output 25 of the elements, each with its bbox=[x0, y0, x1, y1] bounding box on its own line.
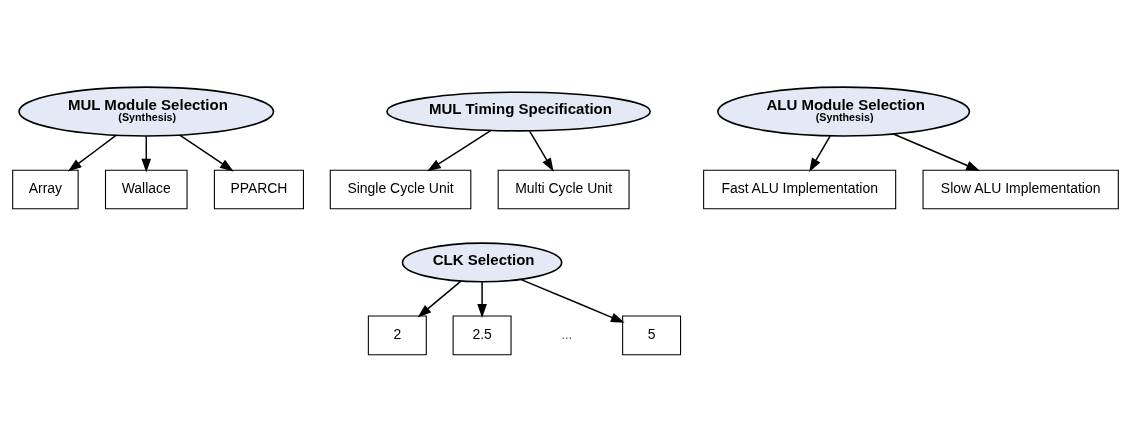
node-box: Fast ALU Implementation bbox=[703, 169, 897, 209]
arrow bbox=[477, 280, 487, 318]
arrow bbox=[179, 133, 234, 171]
node-box: Single Cycle Unit bbox=[329, 169, 472, 209]
arrow bbox=[528, 129, 554, 172]
arrow bbox=[519, 278, 625, 323]
label: ... bbox=[561, 326, 573, 342]
node-box: Array bbox=[12, 169, 79, 209]
arrow bbox=[417, 280, 462, 317]
arrow bbox=[892, 132, 980, 171]
arrow bbox=[427, 129, 492, 171]
node-box: PPARCH bbox=[213, 169, 304, 209]
node-ellipse: MUL Timing Specification bbox=[386, 90, 651, 132]
node-ellipse: MUL Module Selection (Synthesis) bbox=[18, 85, 275, 137]
node-box: 5 bbox=[622, 315, 682, 355]
node-box: Slow ALU Implementation bbox=[922, 169, 1119, 209]
node-ellipse: CLK Selection bbox=[401, 241, 563, 283]
node-box: Wallace bbox=[104, 169, 188, 209]
arrow bbox=[809, 134, 831, 172]
arrow bbox=[67, 133, 118, 172]
node-box: Multi Cycle Unit bbox=[497, 169, 630, 209]
node-box: 2 bbox=[367, 315, 427, 355]
arrow bbox=[141, 134, 152, 172]
node-box: 2.5 bbox=[452, 315, 512, 355]
node-ellipse: ALU Module Selection (Synthesis) bbox=[717, 85, 971, 137]
